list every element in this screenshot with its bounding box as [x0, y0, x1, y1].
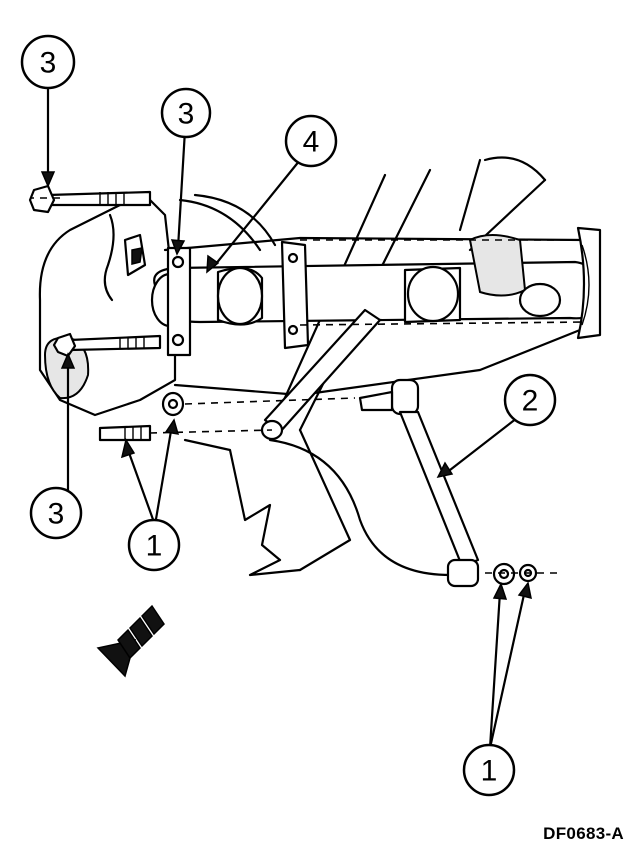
callout-1-mid: 1 [127, 518, 181, 572]
bushing-bracket [166, 240, 310, 357]
callout-2: 2 [503, 373, 557, 427]
callout-label: 4 [303, 126, 320, 159]
leader-lines [40, 86, 532, 750]
hardware [28, 184, 538, 586]
front-direction-arrow-icon [96, 604, 165, 678]
callout-label: 2 [522, 385, 539, 418]
callout-label: 1 [146, 530, 163, 563]
callout-label: 3 [40, 47, 57, 80]
callout-3-top-mid: 3 [160, 87, 212, 139]
frame-crossmember [38, 193, 587, 417]
callout-1-bottom: 1 [462, 743, 516, 797]
callout-4: 4 [284, 114, 338, 168]
stabilizer-link [260, 308, 480, 588]
callout-3-top-left: 3 [20, 34, 76, 90]
callout-label: 1 [481, 755, 498, 788]
assembly-lines [30, 197, 586, 574]
callout-label: 3 [178, 98, 195, 131]
callout-label: 3 [48, 498, 65, 531]
callout-3-bottom-left: 3 [29, 486, 83, 540]
figure-code: DF0683-A [543, 824, 624, 843]
